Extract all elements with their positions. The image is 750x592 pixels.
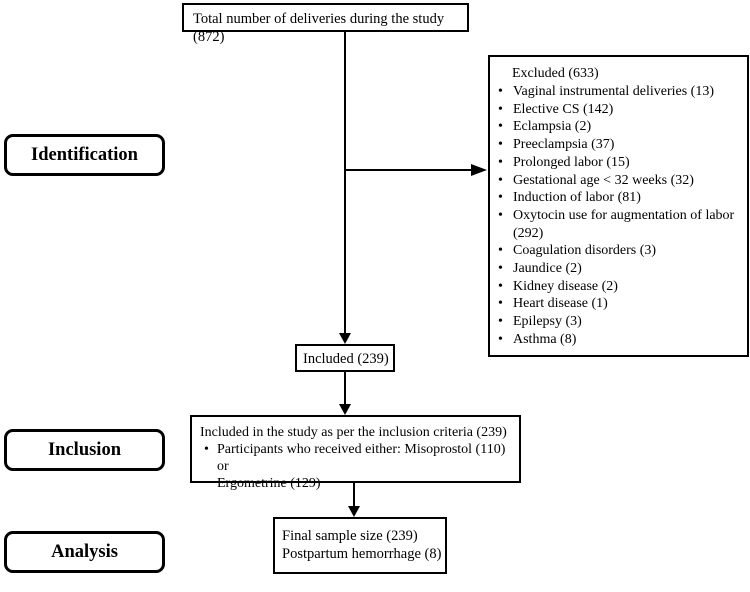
arrowhead-excluded bbox=[471, 164, 487, 176]
arrowhead-final bbox=[348, 506, 360, 517]
included-text: Included (239) bbox=[303, 351, 389, 367]
excluded-item: Preeclampsia (37) bbox=[492, 136, 747, 154]
excluded-item: Asthma (8) bbox=[492, 331, 747, 349]
stage-identification-label: Identification bbox=[31, 144, 138, 165]
arrowhead-included bbox=[339, 333, 351, 344]
bullet-icon: • bbox=[204, 442, 209, 457]
stage-analysis: Analysis bbox=[4, 531, 165, 573]
total-deliveries-box: Total number of deliveries during the st… bbox=[182, 3, 469, 45]
excluded-item: Gestational age < 32 weeks (32) bbox=[492, 172, 747, 190]
arrowhead-inclusion bbox=[339, 404, 351, 415]
excluded-title: Excluded (633) bbox=[512, 66, 599, 81]
stage-inclusion-label: Inclusion bbox=[47, 439, 121, 460]
excluded-item: Oxytocin use for augmentation of labor bbox=[492, 207, 747, 225]
excluded-item: Prolonged labor (15) bbox=[492, 154, 747, 172]
excluded-list: Vaginal instrumental deliveries (13) Ele… bbox=[492, 83, 747, 349]
excluded-item-continuation: (292) bbox=[513, 225, 544, 241]
excluded-item: Induction of labor (81) bbox=[492, 189, 747, 207]
final-sample-size: Final sample size (239) bbox=[282, 528, 418, 544]
inclusion-criteria-bullet: • Participants who received either: Miso… bbox=[200, 441, 519, 492]
excluded-item: Coagulation disorders (3) bbox=[492, 242, 747, 260]
excluded-item: Heart disease (1) bbox=[492, 295, 747, 313]
excluded-item: Vaginal instrumental deliveries (13) bbox=[492, 83, 747, 101]
excluded-item: Elective CS (142) bbox=[492, 101, 747, 119]
inclusion-criteria-title: Included in the study as per the inclusi… bbox=[200, 425, 507, 440]
final-sample-box: Final sample size (239) Postpartum hemor… bbox=[273, 517, 447, 574]
stage-inclusion: Inclusion bbox=[4, 429, 165, 471]
postpartum-hemorrhage: Postpartum hemorrhage (8) bbox=[282, 546, 442, 562]
stage-identification: Identification bbox=[4, 134, 165, 176]
inclusion-criteria-line1: Participants who received either: Misopr… bbox=[217, 442, 506, 474]
stage-analysis-label: Analysis bbox=[51, 541, 118, 562]
excluded-item: Jaundice (2) bbox=[492, 260, 747, 278]
excluded-box: Excluded (633) Vaginal instrumental deli… bbox=[488, 55, 749, 357]
total-deliveries-text: Total number of deliveries during the st… bbox=[193, 11, 445, 45]
excluded-item: Eclampsia (2) bbox=[492, 118, 747, 136]
included-box: Included (239) bbox=[295, 344, 395, 372]
inclusion-criteria-box: Included in the study as per the inclusi… bbox=[190, 415, 521, 491]
excluded-item: Kidney disease (2) bbox=[492, 278, 747, 296]
excluded-item: Epilepsy (3) bbox=[492, 313, 747, 331]
inclusion-criteria-line2: Ergometrine (129) bbox=[217, 476, 321, 491]
